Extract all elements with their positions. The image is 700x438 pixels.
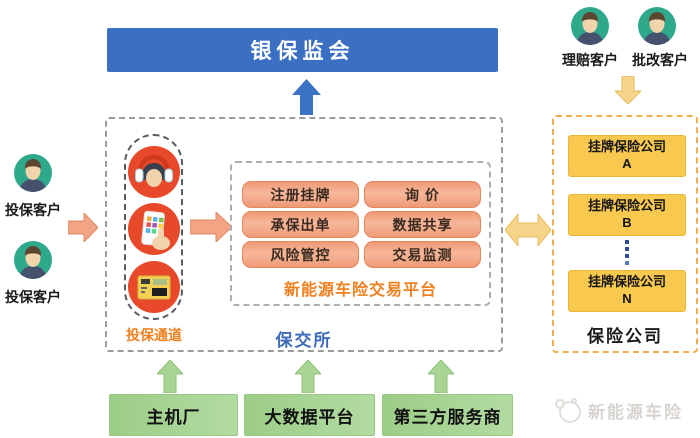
regulator-label: 银保监会 <box>250 40 355 63</box>
platform-name: 新能源车险交易平台 <box>283 282 437 299</box>
partner-oem: 主机厂 <box>109 394 238 436</box>
listed-insurer-n: 挂牌保险公司 N <box>568 270 686 312</box>
down-arrow-icon <box>615 76 641 104</box>
amendment-client-label: 批改客户 <box>632 52 688 68</box>
up-arrow-icon <box>428 360 454 393</box>
policyholder-label: 投保客户 <box>5 289 61 305</box>
claims-client-label: 理赔客户 <box>562 52 618 68</box>
channel-pill <box>124 134 183 320</box>
policyholder-label: 投保客户 <box>5 202 61 218</box>
policyholder-avatar <box>14 154 52 192</box>
insurer-suffix: B <box>622 215 632 230</box>
exchange-name: 保交所 <box>275 331 333 350</box>
mobile-app-icon <box>128 203 180 255</box>
watermark: 新能源车险 <box>552 394 683 426</box>
insurer-name: 挂牌保险公司 <box>587 198 666 214</box>
up-arrow-icon <box>295 360 321 393</box>
double-arrow-icon <box>505 214 551 246</box>
claims-client-avatar <box>571 7 609 45</box>
insurers-container: 挂牌保险公司 A 挂牌保险公司 B 挂牌保险公司 N 保险公司 <box>552 115 698 353</box>
up-arrow-icon <box>292 79 321 115</box>
right-arrow-icon <box>190 212 232 242</box>
channel-label: 投保通道 <box>126 327 182 343</box>
right-arrow-icon <box>68 213 98 242</box>
function-data-sharing: 数据共享 <box>364 211 481 238</box>
customer-service-icon <box>128 146 180 198</box>
insurer-suffix: N <box>622 291 632 306</box>
amendment-client-avatar <box>638 7 676 45</box>
partner-bigdata-platform: 大数据平台 <box>244 394 375 436</box>
listed-insurer-b: 挂牌保险公司 B <box>568 194 686 236</box>
listed-insurer-a: 挂牌保险公司 A <box>568 135 686 177</box>
self-service-terminal-icon <box>128 261 180 313</box>
platform-box: 注册挂牌 询 价 承保出单 数据共享 风险管控 交易监测 新能源车险交易平台 <box>230 161 491 306</box>
insurer-name: 挂牌保险公司 <box>587 139 666 155</box>
function-risk-control: 风险管控 <box>242 241 359 268</box>
ellipsis-dots <box>625 240 629 268</box>
up-arrow-icon <box>157 360 183 393</box>
function-price-inquiry: 询 价 <box>364 181 481 208</box>
policyholder-avatar <box>14 241 52 279</box>
insurer-suffix: A <box>622 156 632 171</box>
regulator-banner: 银保监会 <box>107 28 498 72</box>
insurer-name: 挂牌保险公司 <box>587 274 666 290</box>
watermark-label: 新能源车险 <box>588 402 683 422</box>
function-register-listing: 注册挂牌 <box>242 181 359 208</box>
watermark-logo-icon <box>555 398 581 423</box>
function-underwriting: 承保出单 <box>242 211 359 238</box>
function-trade-monitoring: 交易监测 <box>364 241 481 268</box>
exchange-container: 投保通道 注册挂牌 询 价 承保出单 数据共享 风险管控 交易监测 新能源车险交… <box>105 117 503 352</box>
partner-third-party: 第三方服务商 <box>382 394 513 436</box>
insurers-group-label: 保险公司 <box>587 327 663 346</box>
